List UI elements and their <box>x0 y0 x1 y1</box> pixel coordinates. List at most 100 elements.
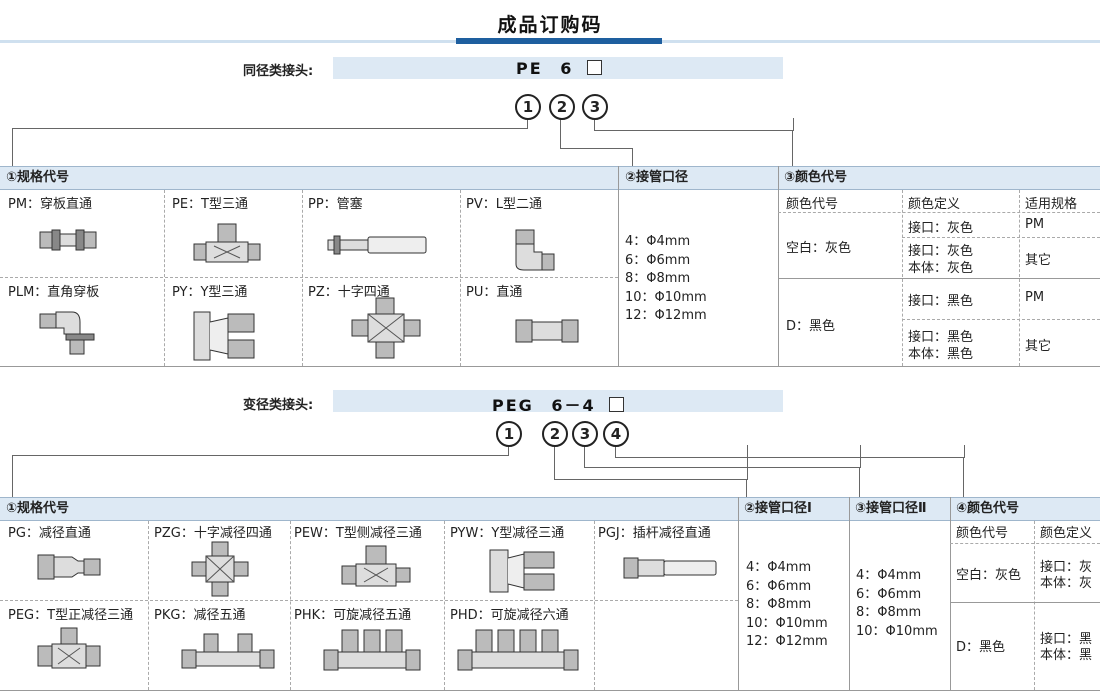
rotary-reducing-five-way-icon <box>323 629 421 671</box>
code-series: PE <box>516 59 543 78</box>
center-reducing-tee-icon <box>37 627 101 669</box>
color-s2-black-code: D：黑色 <box>956 640 1006 655</box>
code-size: 6 <box>560 59 574 78</box>
item-py: PY：Y型三通 <box>172 285 248 300</box>
color-gray-spec-2: 其它 <box>1025 253 1052 268</box>
color-gray-def-2b: 本体：灰色 <box>908 261 974 276</box>
grid-line <box>290 521 291 690</box>
connector-s2-3 <box>584 445 861 468</box>
diameter-10: 10：Φ10mm <box>746 615 828 631</box>
color-s2-black-def-b: 本体：黑 <box>1040 648 1093 663</box>
col-color-code: 颜色代号 <box>786 197 839 212</box>
divider <box>849 497 850 690</box>
grid-line <box>460 190 461 366</box>
tube-plug-icon <box>327 235 427 255</box>
title-accent-bar <box>456 38 662 44</box>
diameter-4: 4：Φ4mm <box>856 568 922 583</box>
color-black-spec-1: PM <box>1025 290 1045 305</box>
code-color-box <box>609 397 625 412</box>
divider <box>618 166 619 366</box>
grid-line <box>302 190 303 366</box>
header-color-code: ③颜色代号 <box>784 170 848 185</box>
item-phk: PHK：可旋减径五通 <box>294 608 412 623</box>
grid-line <box>778 212 1100 213</box>
item-pv: PV：L型二通 <box>466 197 542 212</box>
code-series: PEG <box>492 396 534 415</box>
grid-line <box>902 319 1100 320</box>
grid-line <box>444 521 445 690</box>
color-gray-code: 空白：灰色 <box>786 241 852 256</box>
header-tube-diameter: ②接管口径 <box>625 170 689 185</box>
marker-s2-1: 1 <box>496 421 522 447</box>
color-black-spec-2: 其它 <box>1025 339 1052 354</box>
color-black-code: D：黑色 <box>786 319 836 334</box>
color-gray-spec-1: PM <box>1025 217 1045 232</box>
divider <box>778 166 779 366</box>
grid-line <box>148 521 149 690</box>
color-black-def-2b: 本体：黑色 <box>908 347 974 362</box>
item-pe: PE：T型三通 <box>172 197 248 212</box>
grid-line <box>164 190 165 366</box>
color-s2-black-def-a: 接口：黑 <box>1040 632 1093 647</box>
item-phd: PHD：可旋减径六通 <box>450 608 569 623</box>
grid-line <box>0 277 618 278</box>
item-pkg: PKG：减径五通 <box>154 608 246 623</box>
straight-union-icon <box>515 319 579 343</box>
connector-s2-4-drop <box>963 457 964 497</box>
color-gray-def-2a: 接口：灰色 <box>908 244 974 259</box>
col-color-def: 颜色定义 <box>908 197 961 212</box>
col-s2-color-code: 颜色代号 <box>956 526 1009 541</box>
connector-1-stem <box>527 118 528 129</box>
code-size: 6－4 <box>551 396 596 415</box>
section2-label: 变径类接头: <box>243 398 314 413</box>
reducing-cross-icon <box>191 541 249 597</box>
color-black-def-1: 接口：黑色 <box>908 294 974 309</box>
item-pgj: PGJ：插杆减径直通 <box>598 526 711 541</box>
code-color-box <box>586 60 602 75</box>
marker-3: 3 <box>582 94 608 120</box>
header-s2-diameter-1: ②接管口径Ⅰ <box>744 501 812 516</box>
marker-1: 1 <box>515 94 541 120</box>
reducing-y-icon <box>489 549 555 593</box>
item-pyw: PYW：Y型减径三通 <box>450 526 565 541</box>
connector-1 <box>12 128 528 167</box>
reducing-union-icon <box>37 554 101 580</box>
diameter-4: 4：Φ4mm <box>746 560 812 575</box>
cross-union-icon <box>351 297 421 359</box>
section2-code: PEG 6－4 <box>492 392 625 416</box>
side-reducing-tee-icon <box>341 545 411 587</box>
section1-code-bar <box>333 57 783 79</box>
col-applicable-spec: 适用规格 <box>1025 197 1078 212</box>
reducing-five-way-icon <box>181 633 275 669</box>
grid-line <box>902 237 1100 238</box>
diameter-4: 4：Φ4mm <box>625 234 691 249</box>
diameter-6: 6：Φ6mm <box>856 586 922 602</box>
grid-line <box>778 278 1100 279</box>
color-black-def-2a: 接口：黑色 <box>908 330 974 345</box>
section1-bottom-line <box>0 366 1100 367</box>
item-pz: PZ：十字四通 <box>308 285 390 300</box>
divider <box>738 497 739 690</box>
tee-union-icon <box>193 223 261 263</box>
section2-header-row <box>0 497 1100 521</box>
elbow-union-icon <box>515 229 555 271</box>
header-s2-color-code: ④颜色代号 <box>956 501 1020 516</box>
grid-line <box>1034 521 1035 690</box>
connector-s2-2-drop <box>746 479 747 497</box>
color-s2-gray-def-a: 接口：灰 <box>1040 560 1093 575</box>
header-s2-spec-code: ①规格代号 <box>6 501 70 516</box>
header-spec-code: ①规格代号 <box>6 170 70 185</box>
diameter-6: 6：Φ6mm <box>746 578 812 594</box>
connector-2-drop <box>632 148 633 166</box>
connector-2 <box>560 118 633 149</box>
marker-s2-2: 2 <box>542 421 568 447</box>
item-pp: PP：管塞 <box>308 197 363 212</box>
section1-label: 同径类接头: <box>243 64 314 79</box>
marker-s2-3: 3 <box>572 421 598 447</box>
header-s2-diameter-2: ③接管口径Ⅱ <box>855 501 927 516</box>
connector-s2-3-drop <box>859 467 860 497</box>
diameter-10: 10：Φ10mm <box>856 623 938 639</box>
rotary-reducing-six-way-icon <box>457 629 579 671</box>
